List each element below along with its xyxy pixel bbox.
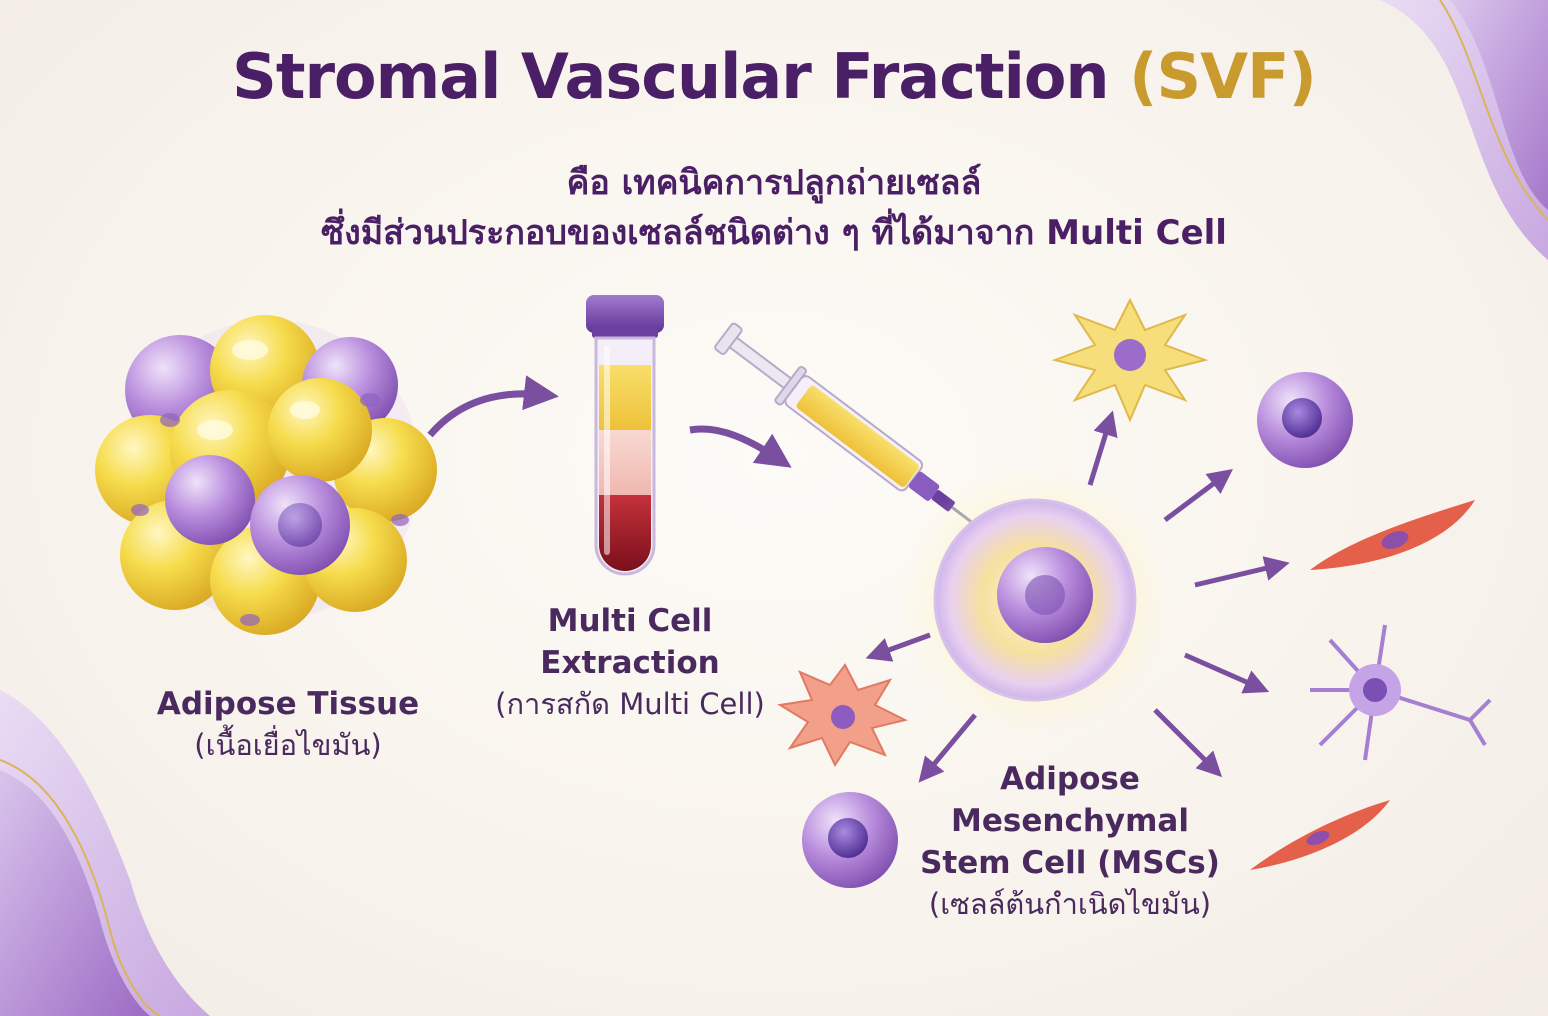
msc-thai: (เซลล์ต้นกำเนิดไขมัน) [928, 887, 1212, 921]
extraction-title-line2: Extraction [540, 645, 720, 681]
nucleus [391, 514, 409, 526]
syringe [714, 322, 1003, 546]
tube-cap [586, 295, 664, 333]
msc-title-line2: Mesenchymal [951, 803, 1189, 839]
muscle-cell-red [1310, 500, 1475, 570]
tube-shine [604, 345, 610, 555]
flow-arrow [1087, 410, 1118, 486]
adipose-tissue-title: Adipose Tissue [156, 686, 420, 722]
top-right-gold-line [1439, 0, 1548, 221]
title-accent: (SVF) [1129, 40, 1317, 113]
nucleus [831, 705, 855, 729]
tube-cap-rim [592, 326, 658, 338]
page-title: Stromal Vascular Fraction (SVF) [0, 40, 1548, 113]
round-cell-purple-lower [802, 792, 898, 888]
flow-arrow [1163, 469, 1233, 522]
msc-nucleolus [1025, 575, 1065, 615]
flow-arrow [427, 375, 559, 438]
nucleus [160, 413, 180, 427]
tube-middle-layer [599, 430, 651, 495]
syringe-plunger [728, 336, 795, 391]
subtitle-line-2: ซึ่งมีส่วนประกอบของเซลล์ชนิดต่าง ๆ ที่ได… [321, 213, 1227, 253]
msc-title-line3: Stem Cell (MSCs) [920, 845, 1220, 881]
round-cell-purple [1257, 372, 1353, 468]
nucleus [1114, 339, 1146, 371]
fat-cell [165, 455, 255, 545]
top-right-wave-dark [1450, 0, 1548, 210]
tube-blood-layer [599, 495, 651, 571]
extraction-title-line1: Multi Cell [547, 603, 713, 639]
bottom-left-gold-line [0, 759, 161, 1016]
flow-arrow [1153, 708, 1223, 778]
nucleus [1282, 398, 1322, 438]
syringe-tip [908, 471, 940, 501]
extraction-label: Multi Cell Extraction (การสกัด Multi Cel… [460, 600, 800, 724]
nucleus [278, 503, 322, 547]
fat-highlight [290, 401, 320, 419]
msc-label: Adipose Mesenchymal Stem Cell (MSCs) (เซ… [900, 758, 1240, 924]
nucleus [1306, 830, 1330, 846]
nucleus [360, 393, 380, 407]
nucleus [1381, 531, 1409, 549]
subtitle-line-1: คือ เทคนิคการปลูกถ่ายเซลล์ [566, 163, 982, 203]
msc-cell [900, 465, 1170, 735]
nucleus [131, 504, 149, 516]
flow-arrow [865, 632, 931, 662]
syringe-contents [796, 385, 919, 487]
muscle-cell-red-lower [1250, 800, 1390, 870]
adipose-tissue-label: Adipose Tissue (เนื้อเยื่อไขมัน) [128, 683, 448, 765]
flow-arrow [689, 425, 792, 468]
flow-arrow [1183, 652, 1270, 694]
extraction-thai: (การสกัด Multi Cell) [495, 687, 765, 721]
fat-highlight [232, 340, 268, 360]
flow-arrow [918, 713, 977, 783]
nucleus [828, 818, 868, 858]
neuron-body [1349, 664, 1401, 716]
adipose-tissue-cluster [95, 315, 437, 635]
bottom-left-wave-dark [0, 770, 150, 1016]
neuron-branch [1468, 718, 1487, 747]
msc-title-line1: Adipose [1000, 761, 1140, 797]
fat-cell [268, 378, 372, 482]
adipose-tissue-thai: (เนื้อเยื่อไขมัน) [194, 728, 382, 762]
tube-fat-layer [599, 365, 651, 430]
title-main: Stromal Vascular Fraction [232, 40, 1130, 113]
test-tube [586, 295, 664, 576]
flow-arrow [1194, 556, 1290, 588]
fat-highlight [197, 420, 233, 440]
nucleus [1363, 678, 1387, 702]
star-cell-orange [777, 663, 908, 768]
nucleus [240, 614, 260, 626]
star-cell-yellow [1051, 297, 1209, 423]
neuron-branch [1468, 698, 1492, 722]
